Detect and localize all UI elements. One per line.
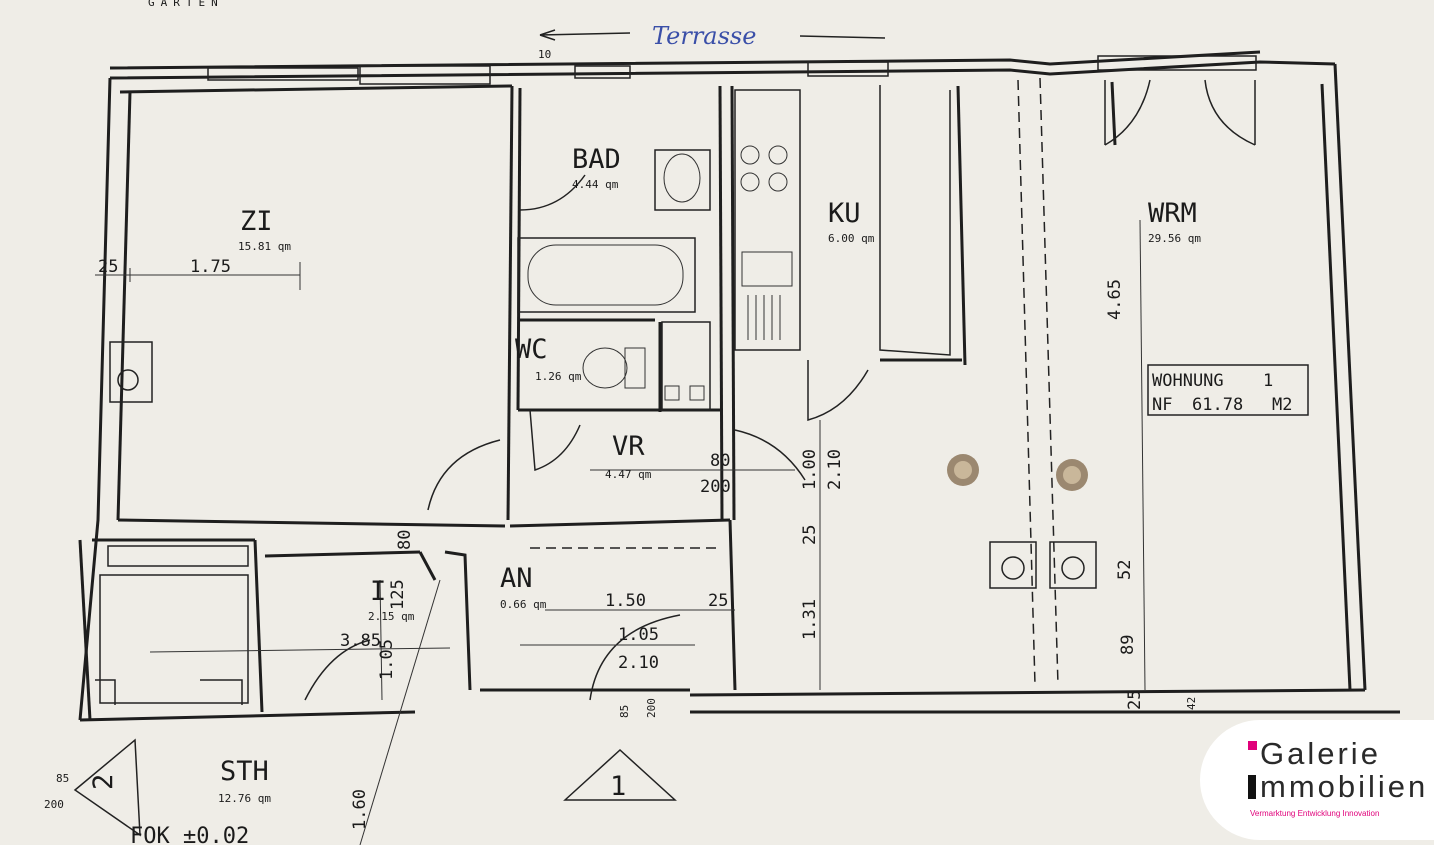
toilet [582, 347, 646, 389]
dimension-lines [95, 219, 1146, 845]
dim-80-i: 80 [395, 530, 415, 550]
logo-black-bar-icon [1248, 775, 1256, 799]
outer-walls [78, 50, 1400, 722]
dim-80: 80 [710, 451, 730, 471]
room-zi-area: 15.81 qm [238, 240, 291, 253]
floor-level: FOK ±0.02 [130, 824, 249, 845]
room-wrm-name: WRM [1148, 198, 1197, 229]
dim-52: 52 [1115, 560, 1135, 580]
dim-25-mid: 25 [800, 525, 820, 545]
stair-arrow-1: 1 [563, 748, 677, 802]
area-label: NF [1152, 395, 1172, 415]
dashed-beam-left [1017, 79, 1036, 686]
unit-info-box: WOHNUNG 1 NF 61.78 M2 [1147, 364, 1309, 416]
dim-210-lower: 2.10 [618, 653, 659, 673]
room-i-name: I [370, 576, 386, 607]
company-logo: Galerie mmobilien Vermarktung Entwicklun… [1200, 720, 1434, 840]
dim-465: 4.65 [1105, 279, 1125, 320]
dim-125-i: 125 [388, 579, 408, 610]
room-ku-area: 6.00 qm [828, 232, 875, 245]
dim-25-left: 25 [98, 257, 118, 277]
room-wc-area: 1.26 qm [535, 370, 582, 383]
windows [207, 55, 1257, 85]
room-vr-name: VR [612, 431, 645, 462]
dim-385: 3.85 [340, 631, 381, 651]
storage-shelves [95, 545, 249, 705]
dim-160: 1.60 [350, 789, 370, 830]
logo-line2: mmobilien [1260, 769, 1429, 804]
utility-cabinet [661, 321, 711, 411]
room-i-area: 2.15 qm [368, 610, 415, 623]
dim-210: 2.10 [825, 449, 845, 490]
area-unit: M2 [1272, 395, 1292, 415]
room-bad-name: BAD [572, 144, 621, 175]
dim-150: 1.50 [605, 591, 646, 611]
terrace-label: Terrasse [652, 22, 756, 50]
stair-arrow-2: 2 [73, 738, 141, 837]
area-value: 61.78 [1192, 395, 1243, 415]
washbasin [654, 149, 711, 211]
dashed-beam-right [1039, 77, 1059, 686]
dim-85-stair: 85 [56, 772, 69, 785]
dim-200-vr: 200 [700, 477, 731, 497]
punch-holes [947, 454, 1088, 491]
room-vr-area: 4.47 qm [605, 468, 652, 481]
terrace-annotation: Terrasse [539, 22, 886, 50]
bad-door-swing [519, 174, 586, 211]
room-wrm-area: 29.56 qm [1148, 232, 1201, 245]
bathtub [517, 237, 696, 313]
dim-200-lower: 200 [645, 698, 658, 718]
room-ku-name: KU [828, 198, 861, 229]
dim-175: 1.75 [190, 257, 231, 277]
dim-85: 85 [618, 705, 631, 718]
dim-89: 89 [1118, 635, 1138, 655]
logo-pink-square-icon [1248, 741, 1257, 750]
unit-number: 1 [1263, 371, 1273, 391]
room-an-name: AN [500, 563, 533, 594]
stair-number-1: 1 [610, 771, 626, 802]
door-swings [304, 79, 1256, 701]
room-bad-area: 4.44 qm [572, 178, 619, 191]
room-sth-area: 12.76 qm [218, 792, 271, 805]
room-zi-name: ZI [240, 206, 273, 237]
dim-25-an: 25 [708, 591, 728, 611]
dim-105: 1.05 [618, 625, 659, 645]
dim-42: 42 [1185, 697, 1198, 710]
dim-25-bottom: 25 [1125, 690, 1145, 710]
room-wc-name: WC [515, 334, 548, 365]
dim-105-i: 1.05 [377, 639, 397, 680]
logo-tagline: Vermarktung Entwicklung Innovation [1250, 809, 1380, 818]
logo-line1: Galerie [1260, 736, 1381, 771]
vent-symbols [109, 341, 1097, 589]
kitchen-counter [734, 85, 951, 356]
room-sth-name: STH [220, 756, 269, 787]
room-an-area: 0.66 qm [500, 598, 547, 611]
stair-number-2: 2 [88, 774, 119, 790]
dim-100: 1.00 [800, 449, 820, 490]
garden-label: GARTEN [148, 0, 224, 9]
dim-131: 1.31 [800, 599, 820, 640]
unit-label: WOHNUNG [1152, 371, 1224, 391]
top-number: 10 [538, 48, 551, 61]
dim-200-stair: 200 [44, 798, 64, 811]
